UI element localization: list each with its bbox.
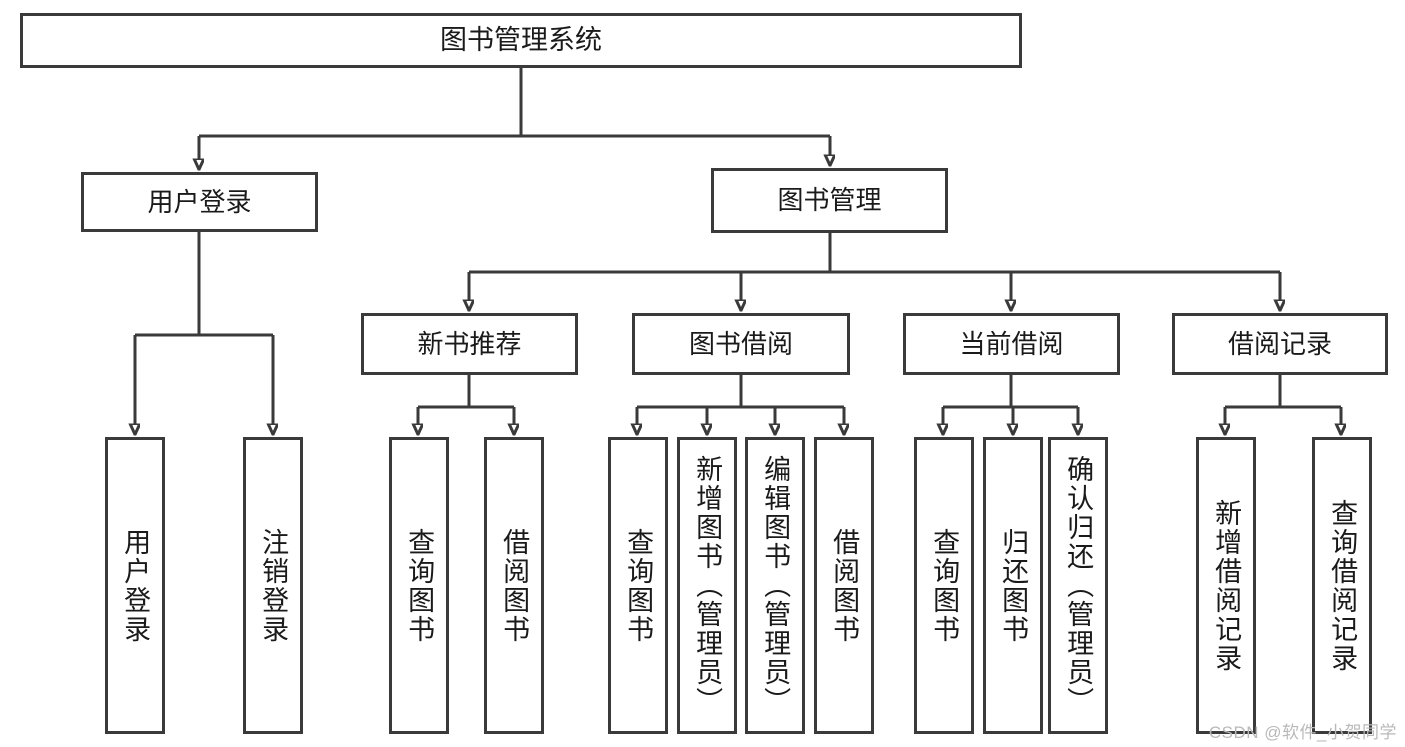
node-label: 用户登录 — [120, 527, 151, 644]
node-leaf-add-book[interactable]: 新增图书（管理员） — [677, 437, 737, 734]
node-leaf-borrow-book-2[interactable]: 借阅图书 — [814, 437, 874, 734]
node-label: 确认归还（管理员） — [1063, 455, 1094, 716]
node-label: 用户登录 — [147, 186, 252, 217]
node-book-management[interactable]: 图书管理 — [711, 168, 948, 233]
node-leaf-return-book[interactable]: 归还图书 — [983, 437, 1043, 734]
node-leaf-query-book-3[interactable]: 查询图书 — [914, 437, 974, 734]
node-label: 借阅记录 — [1227, 328, 1332, 359]
node-label: 新书推荐 — [417, 328, 522, 359]
node-leaf-query-record[interactable]: 查询借阅记录 — [1312, 437, 1372, 734]
node-label: 查询借阅记录 — [1327, 498, 1358, 673]
node-label: 借阅图书 — [499, 527, 530, 644]
node-label: 新增图书（管理员） — [692, 455, 723, 716]
node-label: 查询图书 — [623, 527, 654, 644]
node-new-book-recommend[interactable]: 新书推荐 — [361, 313, 578, 375]
node-borrow-record[interactable]: 借阅记录 — [1172, 313, 1388, 375]
node-leaf-edit-book[interactable]: 编辑图书（管理员） — [745, 437, 805, 734]
node-user-login[interactable]: 用户登录 — [81, 172, 318, 232]
node-leaf-query-book-1[interactable]: 查询图书 — [389, 437, 449, 734]
node-leaf-user-logout[interactable]: 注销登录 — [243, 437, 303, 734]
node-book-borrow[interactable]: 图书借阅 — [632, 313, 850, 375]
node-leaf-add-record[interactable]: 新增借阅记录 — [1196, 437, 1256, 734]
node-label: 新增借阅记录 — [1211, 498, 1242, 673]
node-leaf-borrow-book-1[interactable]: 借阅图书 — [484, 437, 544, 734]
node-current-borrow[interactable]: 当前借阅 — [903, 313, 1120, 375]
node-label: 编辑图书（管理员） — [760, 455, 791, 716]
node-label: 归还图书 — [998, 527, 1029, 644]
node-label: 图书管理系统 — [440, 24, 602, 55]
node-leaf-user-login[interactable]: 用户登录 — [105, 437, 165, 734]
node-label: 图书管理 — [777, 185, 882, 216]
node-label: 查询图书 — [404, 527, 435, 644]
node-root-system[interactable]: 图书管理系统 — [20, 13, 1022, 68]
node-leaf-confirm-return[interactable]: 确认归还（管理员） — [1048, 437, 1108, 734]
node-leaf-query-book-2[interactable]: 查询图书 — [608, 437, 668, 734]
node-label: 注销登录 — [258, 527, 289, 644]
node-label: 查询图书 — [929, 527, 960, 644]
watermark: CSDN @软件_小贺同学 — [1208, 723, 1397, 742]
node-label: 借阅图书 — [829, 527, 860, 644]
node-label: 当前借阅 — [959, 328, 1064, 359]
node-label: 图书借阅 — [688, 328, 793, 359]
